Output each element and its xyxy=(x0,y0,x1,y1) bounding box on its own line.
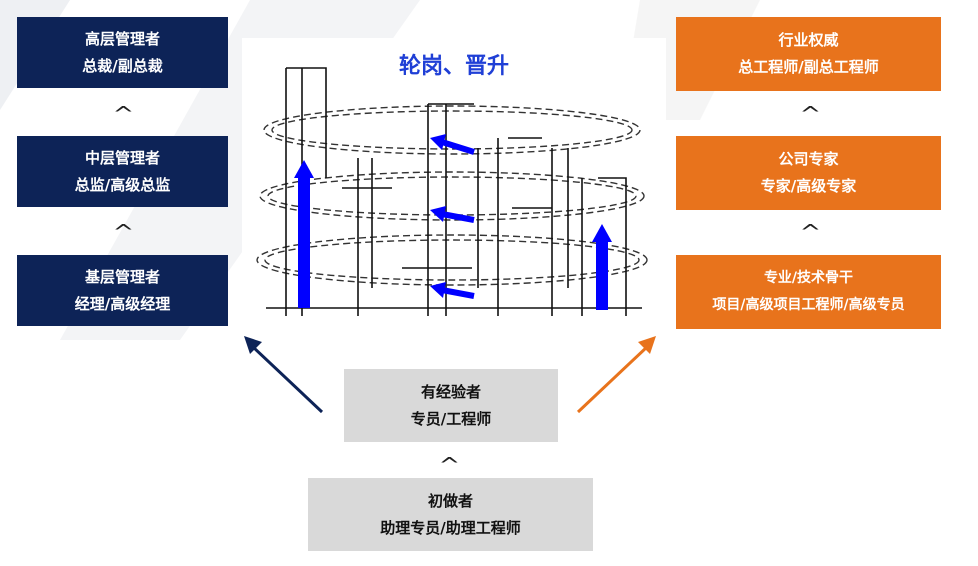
experienced-box: 有经验者 专员/工程师 xyxy=(344,369,558,442)
center-title: 轮岗、晋升 xyxy=(398,54,509,79)
beginner-level: 初做者 xyxy=(427,491,473,510)
professional-expert-box: 公司专家 专家/高级专家 xyxy=(676,136,941,210)
caret-icon: ^ xyxy=(438,453,461,477)
professional-expert-level: 公司专家 xyxy=(778,150,839,168)
professional-expert-titles: 专家/高级专家 xyxy=(760,177,857,195)
experienced-titles: 专员/工程师 xyxy=(410,409,492,428)
management-senior-box: 高层管理者 总裁/副总裁 xyxy=(17,17,228,88)
rotation-promotion-illustration: 轮岗、晋升 xyxy=(242,38,666,320)
beginner-titles: 助理专员/助理工程师 xyxy=(380,518,521,537)
management-junior-level: 基层管理者 xyxy=(84,267,160,286)
professional-authority-box: 行业权威 总工程师/副总工程师 xyxy=(676,17,941,91)
caret-icon: ^ xyxy=(112,102,135,126)
professional-authority-titles: 总工程师/副总工程师 xyxy=(738,58,879,76)
management-junior-titles: 经理/高级经理 xyxy=(74,294,171,313)
management-senior-level: 高层管理者 xyxy=(84,29,160,48)
management-senior-titles: 总裁/副总裁 xyxy=(82,56,163,75)
management-junior-box: 基层管理者 经理/高级经理 xyxy=(17,255,228,326)
professional-core-box: 专业/技术骨干 项目/高级项目工程师/高级专员 xyxy=(676,255,941,329)
beginner-box: 初做者 助理专员/助理工程师 xyxy=(308,478,593,551)
experienced-level: 有经验者 xyxy=(420,382,481,401)
caret-icon: ^ xyxy=(112,220,135,244)
professional-authority-level: 行业权威 xyxy=(778,31,839,49)
caret-icon: ^ xyxy=(799,220,822,244)
professional-core-level: 专业/技术骨干 xyxy=(763,270,854,286)
management-middle-box: 中层管理者 总监/高级总监 xyxy=(17,136,228,207)
spiral-building-drawing xyxy=(256,67,648,316)
management-middle-titles: 总监/高级总监 xyxy=(74,175,171,194)
caret-icon: ^ xyxy=(799,102,822,126)
management-middle-level: 中层管理者 xyxy=(84,148,160,167)
professional-core-titles: 项目/高级项目工程师/高级专员 xyxy=(712,297,905,313)
